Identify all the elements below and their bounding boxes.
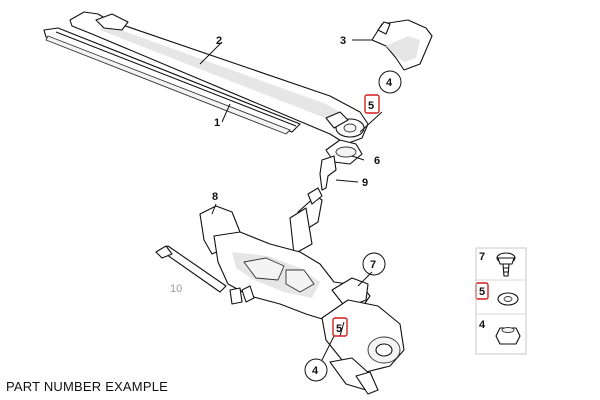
highlight-box-top xyxy=(364,94,380,114)
callout-3: 3 xyxy=(340,35,346,47)
callout-10: 10 xyxy=(170,283,182,295)
legend-label-7: 7 xyxy=(479,251,485,263)
wiper-arm xyxy=(69,11,369,145)
callout-5-mid: 5 xyxy=(336,323,342,335)
highlight-box-mid xyxy=(332,317,348,337)
callout-circles xyxy=(304,70,402,382)
parts-legend: 7 5 4 xyxy=(475,247,527,355)
callout-1: 1 xyxy=(214,117,220,129)
wiper-motor-assembly xyxy=(199,187,405,395)
legend-label-5: 5 xyxy=(479,286,485,298)
rod xyxy=(155,245,227,293)
callout-4-top: 4 xyxy=(386,77,393,89)
wiper-blade xyxy=(43,27,301,135)
caption: PART NUMBER EXAMPLE xyxy=(6,379,169,394)
callout-4-bottom: 4 xyxy=(312,365,319,377)
arm-cap xyxy=(371,19,433,71)
nut-icon xyxy=(495,327,521,345)
washer-icon xyxy=(497,292,519,306)
bolt-icon xyxy=(496,252,516,277)
callout-2: 2 xyxy=(216,35,222,47)
callout-9: 9 xyxy=(362,177,368,189)
legend-label-4: 4 xyxy=(479,319,486,331)
callout-7: 7 xyxy=(370,259,376,271)
callout-6: 6 xyxy=(374,155,380,167)
callout-8: 8 xyxy=(212,191,218,203)
clip-pin xyxy=(319,155,337,191)
callout-5-top: 5 xyxy=(368,100,374,112)
